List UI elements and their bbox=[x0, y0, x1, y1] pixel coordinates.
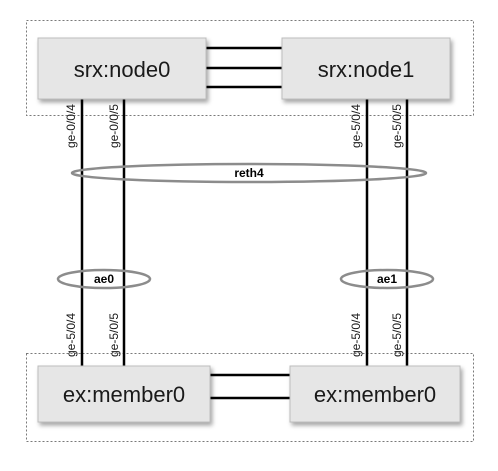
ex-cluster-border bbox=[26, 353, 474, 442]
port-srx-node1-b: ge-5/0/5 bbox=[390, 104, 404, 148]
port-ex-left-a: ge-5/0/4 bbox=[64, 313, 78, 357]
port-srx-node1-a: ge-5/0/4 bbox=[349, 104, 363, 148]
ex-member-right-box[interactable]: ex:member0 bbox=[289, 365, 461, 423]
ex-member-left-label: ex:member0 bbox=[63, 382, 185, 407]
srx-fabric-links bbox=[206, 46, 282, 89]
ae-right-label: ae1 bbox=[377, 272, 397, 286]
srx-node0-label: srx:node0 bbox=[74, 57, 171, 82]
ex-member-right-label: ex:member0 bbox=[314, 382, 436, 407]
srx-node1-label: srx:node1 bbox=[318, 57, 415, 82]
port-srx-node0-a: ge-0/0/4 bbox=[64, 104, 78, 148]
port-ex-left-b: ge-5/0/5 bbox=[107, 313, 121, 357]
ae-left-label: ae0 bbox=[94, 272, 114, 286]
port-ex-right-a: ge-5/0/4 bbox=[349, 313, 363, 357]
srx-node1-box[interactable]: srx:node1 bbox=[281, 37, 451, 100]
ae-left-bundle[interactable]: ae0 bbox=[56, 268, 152, 290]
port-ex-right-b: ge-5/0/5 bbox=[390, 313, 404, 357]
uplink-lines bbox=[80, 99, 409, 368]
srx-node0-box[interactable]: srx:node0 bbox=[37, 37, 207, 100]
reth-label: reth4 bbox=[234, 166, 264, 180]
srx-cluster-border bbox=[26, 20, 474, 116]
port-srx-node0-b: ge-0/0/5 bbox=[107, 104, 121, 148]
ex-member-left-box[interactable]: ex:member0 bbox=[37, 365, 211, 423]
ex-vc-links bbox=[210, 373, 290, 400]
reth-bundle[interactable]: reth4 bbox=[70, 162, 428, 184]
ae-right-bundle[interactable]: ae1 bbox=[339, 268, 435, 290]
